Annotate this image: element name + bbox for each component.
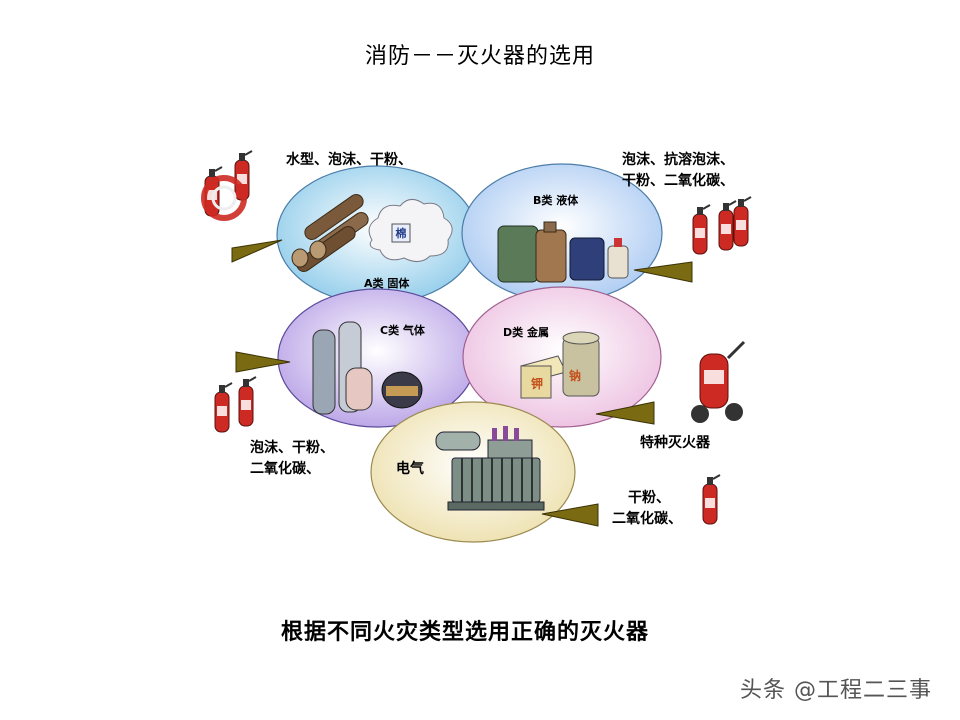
- page-title: 消防－－灭火器的选用: [364, 44, 595, 69]
- cotton-bale-illustration: [368, 199, 453, 262]
- category-b-label: B类 液体: [533, 194, 579, 207]
- arrow-class-a: [231, 239, 283, 263]
- metal-blocks-illustration: [520, 331, 600, 399]
- agents-electrical-label: 干粉、 二氧化碳、: [612, 490, 682, 527]
- extinguisher-group-c: [214, 376, 257, 433]
- extinguisher-group-electrical: [702, 474, 721, 525]
- wood-logs-illustration: [291, 194, 369, 272]
- metal-label-potassium: 钾: [531, 376, 543, 391]
- agents-a-label: 水型、泡沫、干粉、: [286, 152, 412, 168]
- extinguisher-group-b: [692, 196, 752, 255]
- category-d-label: D类 金属: [503, 326, 549, 339]
- transformer-illustration: [435, 426, 545, 511]
- agents-c-label: 泡沫、干粉、 二氧化碳、: [250, 440, 334, 477]
- arrow-class-c: [235, 351, 291, 373]
- arrow-class-b: [633, 261, 693, 283]
- cotton-label: 棉: [396, 226, 407, 240]
- wheeled-extinguisher: [691, 340, 746, 423]
- ellipse-class-d: [462, 286, 662, 428]
- metal-label-sodium: 钠: [569, 368, 581, 383]
- category-a-label: A类 固体: [364, 277, 410, 290]
- liquid-containers-illustration: [497, 221, 629, 283]
- watermark: 头条 @工程二三事: [740, 678, 932, 703]
- gas-cylinders-illustration: [312, 321, 423, 415]
- agents-d-label: 特种灭火器: [640, 435, 710, 451]
- arrow-class-electrical: [541, 503, 599, 527]
- agents-b-label: 泡沫、抗溶泡沫、 干粉、二氧化碳、: [622, 152, 734, 189]
- category-electrical-label: 电气: [396, 461, 424, 477]
- category-c-label: C类 气体: [380, 324, 425, 337]
- arrow-class-d: [595, 401, 655, 425]
- extinguisher-group-a: [201, 150, 253, 221]
- diagram-caption: 根据不同火灾类型选用正确的灭火器: [280, 620, 649, 645]
